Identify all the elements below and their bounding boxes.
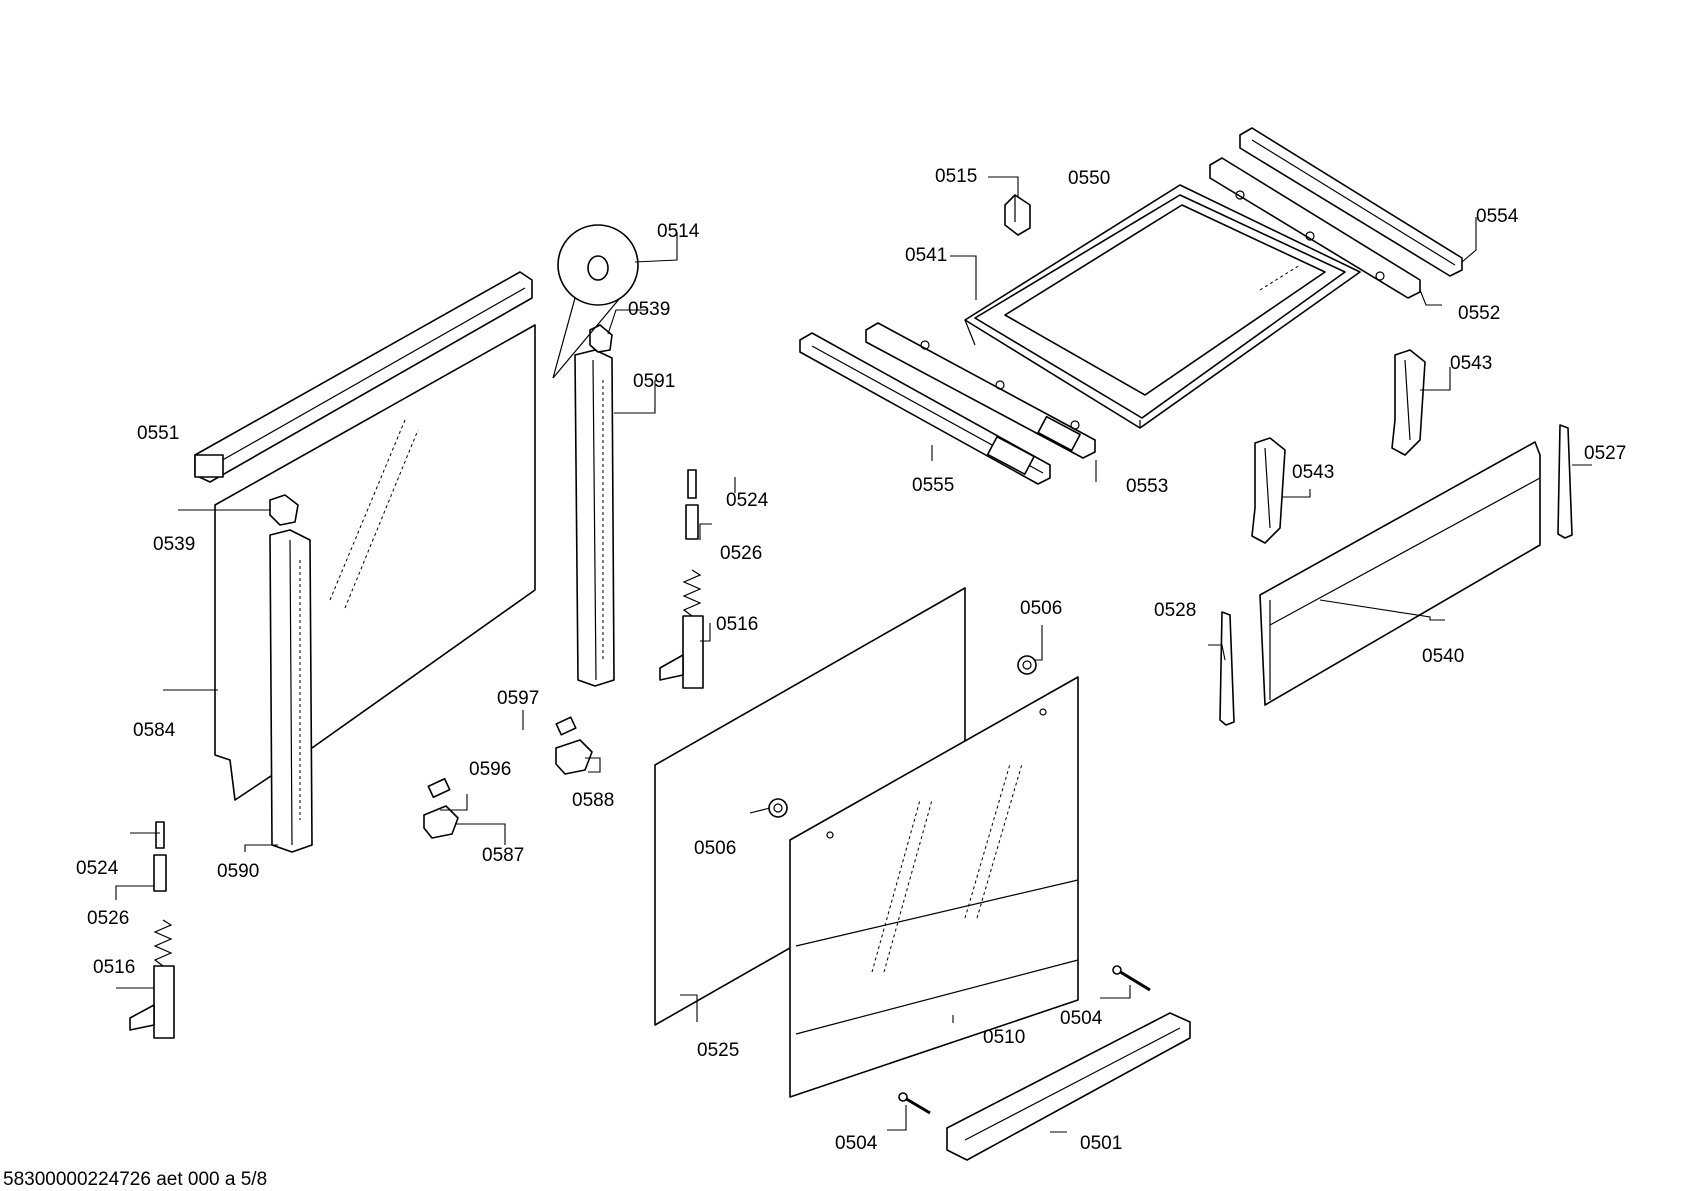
label-0510: 0510	[983, 1027, 1025, 1048]
part-0541-tray	[964, 184, 1361, 429]
part-0588-bracket	[555, 739, 593, 775]
leader-lines	[115, 176, 1592, 1133]
label-0588: 0588	[572, 790, 614, 811]
label-0528: 0528	[1154, 600, 1196, 621]
label-0539-top: 0539	[628, 299, 670, 320]
part-0516-spring-left	[129, 919, 175, 1039]
label-0551: 0551	[137, 423, 179, 444]
document-id: 58300000224726 aet 000 a 5/8	[3, 1169, 267, 1190]
part-0587-bracket	[423, 805, 459, 839]
label-0506-upper: 0506	[1020, 598, 1062, 619]
part-0584-glass-panel	[214, 324, 536, 801]
part-0590-profile	[269, 529, 313, 853]
label-0506-lower: 0506	[694, 838, 736, 859]
label-0587: 0587	[482, 845, 524, 866]
label-0527: 0527	[1584, 443, 1626, 464]
label-0584: 0584	[133, 720, 176, 741]
label-0541: 0541	[905, 245, 947, 266]
part-0524-pin-mid	[687, 469, 697, 499]
label-0514: 0514	[657, 221, 700, 242]
label-0539-left: 0539	[153, 534, 195, 555]
part-0514-detail	[552, 224, 639, 379]
label-0553: 0553	[1126, 476, 1168, 497]
label-0552: 0552	[1458, 303, 1500, 324]
label-0524-mid: 0524	[726, 490, 769, 511]
label-0516-left: 0516	[93, 957, 135, 978]
label-0504-lower: 0504	[835, 1133, 878, 1154]
part-0516-spring-mid	[659, 569, 704, 689]
part-0596-small	[427, 777, 451, 799]
part-0504-screw-lower	[898, 1092, 931, 1115]
label-0591: 0591	[633, 371, 675, 392]
part-0524-pin-left	[155, 821, 165, 849]
label-0597: 0597	[497, 688, 539, 709]
part-0526-sleeve-left	[153, 854, 167, 892]
part-0527-end-cap	[1557, 424, 1573, 539]
part-0510-outer-door	[789, 676, 1079, 1098]
label-0555: 0555	[912, 475, 954, 496]
label-0515: 0515	[935, 166, 977, 187]
label-0554: 0554	[1476, 206, 1519, 227]
label-0516-mid: 0516	[716, 614, 758, 635]
label-0543-upper: 0543	[1450, 353, 1492, 374]
part-0555-rail	[799, 332, 1051, 485]
callout-labels: 0515 0550 0554 0514 0541 0552 0539 0591 …	[76, 166, 1626, 1154]
label-0504-upper: 0504	[1060, 1008, 1103, 1029]
part-0554-rail	[1239, 127, 1463, 277]
part-0551-top-rail	[194, 271, 533, 483]
label-0524-left: 0524	[76, 858, 119, 879]
part-0539-clip-top	[589, 324, 613, 353]
part-0506-bumper-upper	[1017, 655, 1037, 675]
part-0591-profile	[574, 349, 615, 687]
part-0597-small	[555, 716, 577, 736]
part-0515-clip	[1004, 194, 1031, 236]
part-0528-end-cap	[1219, 611, 1235, 726]
part-0504-screw-upper	[1112, 965, 1151, 992]
label-0525: 0525	[697, 1040, 739, 1061]
part-0526-sleeve-mid	[685, 504, 699, 540]
part-0543-hinge-lower	[1251, 437, 1286, 544]
label-0596: 0596	[469, 759, 511, 780]
label-0540: 0540	[1422, 646, 1464, 667]
label-0550: 0550	[1068, 168, 1110, 189]
label-0526-left: 0526	[87, 908, 129, 929]
label-0590: 0590	[217, 861, 259, 882]
part-0501-handle	[946, 1012, 1191, 1161]
label-0501: 0501	[1080, 1133, 1122, 1154]
part-0506-bumper-lower	[768, 798, 788, 818]
part-0553-rail	[865, 322, 1096, 459]
part-0543-hinge-upper	[1391, 349, 1426, 456]
part-0540-front-panel	[1259, 441, 1541, 706]
part-0552-rail	[1209, 157, 1421, 299]
part-0539-cap-left	[269, 494, 299, 526]
label-0543-lower: 0543	[1292, 462, 1334, 483]
label-0526-mid: 0526	[720, 543, 762, 564]
